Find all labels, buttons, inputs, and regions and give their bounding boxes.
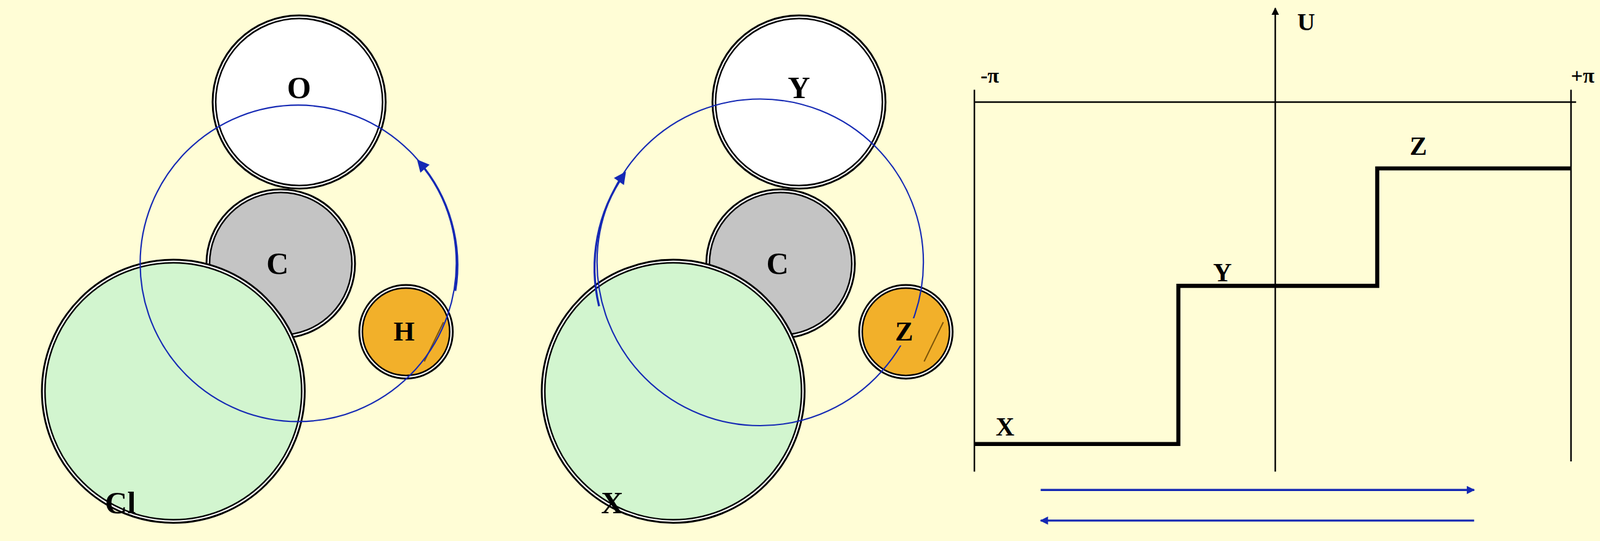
level-label: Y xyxy=(1212,259,1232,286)
axis-limit: +π xyxy=(1571,65,1595,87)
u-axis xyxy=(1274,8,1276,471)
atom-symbol: O xyxy=(285,72,314,103)
atom-symbol: Z xyxy=(893,318,915,346)
rotation-arrow xyxy=(418,160,458,291)
forward-arrow xyxy=(1040,488,1475,491)
atom-symbol: C xyxy=(764,247,791,279)
rotation-circle xyxy=(139,104,457,421)
level-label: X xyxy=(995,413,1015,440)
substituent-x: X xyxy=(540,258,806,524)
energy-step-line xyxy=(974,168,1572,444)
substituent-z: Z xyxy=(857,283,955,380)
atom-outline xyxy=(540,258,806,524)
atom-symbol: Cl xyxy=(102,486,138,518)
axis-limit: -π xyxy=(980,65,1000,87)
axis-title: U xyxy=(1297,9,1316,35)
chlorine-atom: Cl xyxy=(40,258,306,524)
atom-symbol: H xyxy=(391,318,417,346)
atom-symbol: C xyxy=(264,247,291,279)
oxygen-atom: O xyxy=(211,14,388,190)
atom-symbol: X xyxy=(599,486,625,518)
atom-outline xyxy=(40,258,306,524)
hydrogen-atom: H xyxy=(358,283,455,380)
rotation-circle xyxy=(597,99,924,426)
rotation-arrow xyxy=(594,173,625,306)
substituent-y: Y xyxy=(711,14,887,190)
atom-symbol: Y xyxy=(785,72,812,103)
level-label: Z xyxy=(1409,133,1427,160)
backward-arrow xyxy=(1040,518,1475,521)
